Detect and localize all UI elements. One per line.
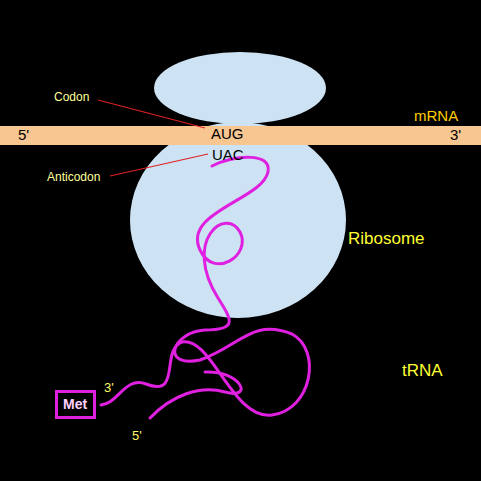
mrna-label: mRNA [414,107,458,125]
ribosome-label: Ribosome [348,229,425,249]
leader-line [98,100,205,128]
amino-acid-label: Met [63,396,98,413]
end-label: 3' [104,380,114,396]
mrna-band: 5'AUGmRNA3' [0,126,481,145]
small-subunit [154,52,326,124]
ribosome-shape [125,48,465,323]
codon-label: Codon [54,90,89,104]
end-label: 3' [450,126,461,144]
trna-label: tRNA [402,361,443,381]
trna-backbone [101,157,309,415]
anticodon-sequence: UAC [212,146,244,164]
codon-sequence: AUG [211,125,244,143]
amino-acid-box: Met [55,390,96,419]
large-subunit [130,122,346,318]
leader-line [110,154,208,176]
end-label: 5' [132,428,142,444]
end-label: 5' [18,126,29,144]
trna-5-end [150,372,241,418]
anticodon-label: Anticodon [47,170,100,184]
ribosome: Ribosome [125,48,465,323]
